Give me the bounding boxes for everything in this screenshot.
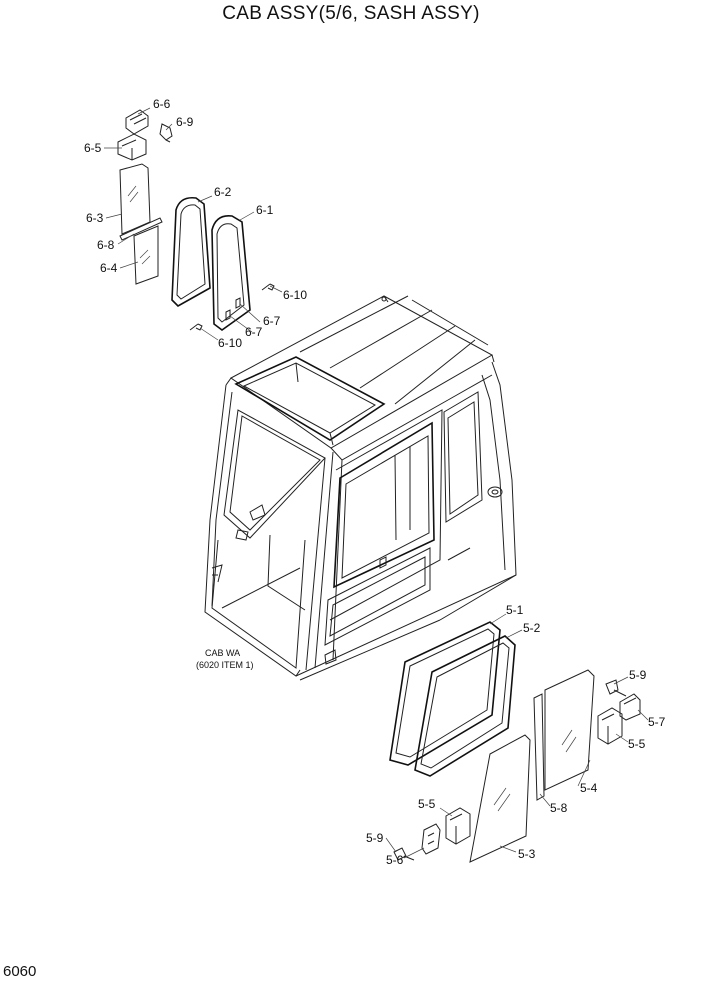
callout-6-10-upper: 6-10 bbox=[283, 288, 307, 302]
part-5-8 bbox=[533, 693, 545, 801]
part-6-4 bbox=[133, 225, 159, 285]
part-5-4 bbox=[544, 669, 595, 791]
cab-body bbox=[204, 295, 517, 681]
part-6-6 bbox=[125, 109, 149, 135]
part-6-3 bbox=[119, 163, 151, 235]
callout-5-5-lower: 5-5 bbox=[418, 797, 436, 811]
part-5-1 bbox=[389, 621, 501, 766]
callout-6-9: 6-9 bbox=[176, 115, 194, 129]
part-5-6 bbox=[421, 823, 441, 855]
callout-6-4: 6-4 bbox=[100, 261, 118, 275]
callout-6-6: 6-6 bbox=[153, 97, 171, 111]
callout-6-1: 6-1 bbox=[256, 203, 274, 217]
callout-6-10-lower: 6-10 bbox=[218, 336, 242, 350]
leader-lines bbox=[104, 107, 649, 859]
part-6-9 bbox=[159, 123, 173, 143]
part-5-2 bbox=[414, 635, 516, 777]
part-5-5-lower bbox=[445, 807, 471, 845]
part-6-10-upper bbox=[261, 283, 275, 291]
upper-sash-group bbox=[117, 109, 275, 331]
part-5-9-upper bbox=[605, 679, 627, 697]
callout-5-9-lower: 5-9 bbox=[366, 831, 384, 845]
callout-6-8: 6-8 bbox=[97, 238, 115, 252]
callout-6-2: 6-2 bbox=[214, 185, 232, 199]
part-6-2 bbox=[171, 196, 211, 307]
diagram-title: CAB ASSY(5/6, SASH ASSY) bbox=[222, 3, 480, 24]
callout-6-7-b: 6-7 bbox=[245, 325, 263, 339]
callout-6-7-a: 6-7 bbox=[263, 314, 281, 328]
part-5-5-upper bbox=[597, 707, 623, 745]
part-6-5 bbox=[117, 133, 147, 161]
callout-5-1: 5-1 bbox=[506, 603, 524, 617]
callout-5-7: 5-7 bbox=[648, 715, 666, 729]
callout-6-5: 6-5 bbox=[84, 141, 102, 155]
callout-5-6: 5-6 bbox=[386, 853, 404, 867]
page-number: 6060 bbox=[3, 963, 37, 980]
callout-6-3: 6-3 bbox=[86, 211, 104, 225]
part-5-9-lower bbox=[393, 847, 415, 861]
callout-5-2: 5-2 bbox=[523, 621, 541, 635]
cab-wa-label: CAB WA bbox=[205, 648, 240, 658]
part-6-10-lower bbox=[189, 323, 203, 331]
callout-5-3: 5-3 bbox=[518, 847, 536, 861]
cab-wa-reference: (6020 ITEM 1) bbox=[196, 660, 254, 670]
lower-sash-group bbox=[389, 621, 641, 863]
callout-5-8: 5-8 bbox=[550, 801, 568, 815]
part-6-8 bbox=[119, 217, 163, 241]
callout-5-4: 5-4 bbox=[580, 781, 598, 795]
callout-5-9-upper: 5-9 bbox=[629, 668, 647, 682]
part-5-3 bbox=[469, 734, 531, 863]
part-5-7 bbox=[619, 693, 641, 721]
callout-labels: 6-6 6-9 6-5 6-3 6-8 6-4 6-2 6-1 6-10 6-7… bbox=[84, 97, 666, 867]
callout-5-5-upper: 5-5 bbox=[628, 737, 646, 751]
